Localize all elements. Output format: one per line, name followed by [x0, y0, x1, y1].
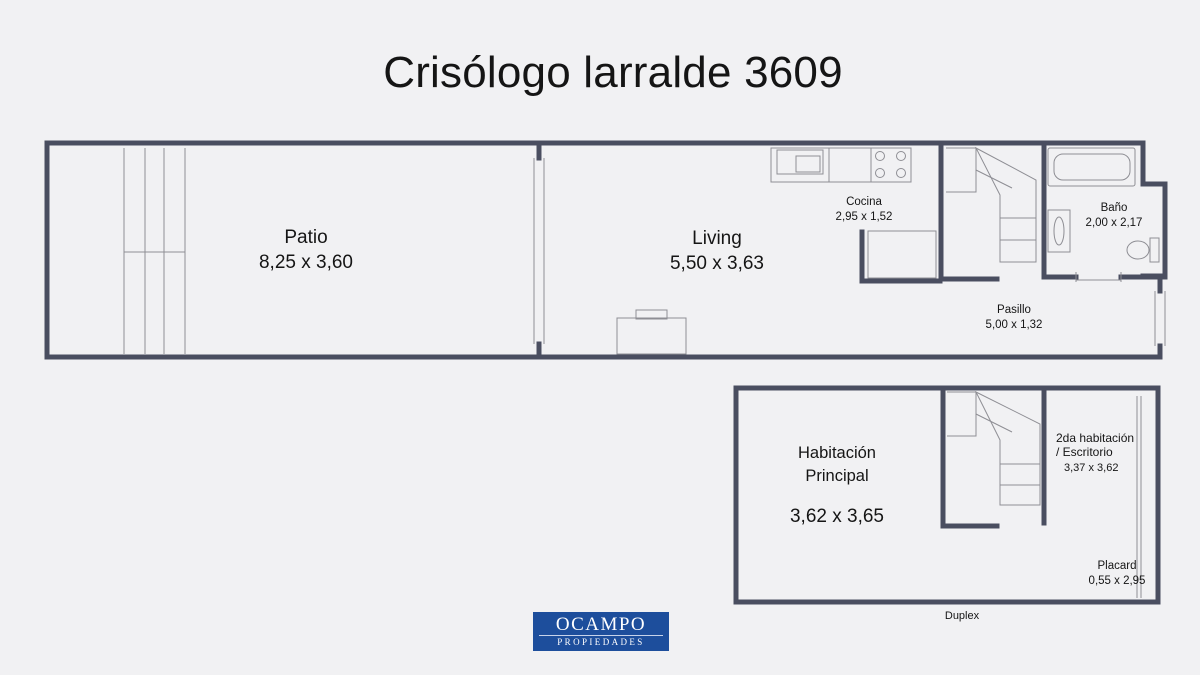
lower-staircase — [947, 390, 1041, 506]
logo-line-2: PROPIEDADES — [557, 637, 645, 647]
living-dims: 5,50 x 3,63 — [669, 253, 765, 274]
living-furniture — [616, 309, 687, 355]
habitacion-label: Habitación Principal 3,62 x 3,65 — [757, 442, 917, 528]
placard-name: Placard — [1097, 560, 1137, 572]
cocina-label: Cocina 2,95 x 1,52 — [814, 195, 914, 225]
cocina-dims: 2,95 x 1,52 — [835, 211, 893, 223]
patio-dims: 8,25 x 3,60 — [258, 252, 354, 273]
door-openings — [533, 158, 1166, 346]
kitchen-counter — [770, 147, 937, 279]
placard-closet — [1136, 396, 1142, 598]
cocina-name: Cocina — [846, 196, 882, 208]
bano-name: Baño — [1100, 202, 1128, 214]
lower-walls — [733, 385, 1161, 605]
bathroom-fixtures — [1047, 147, 1160, 263]
patio-deck — [123, 148, 186, 354]
ocampo-logo: OCAMPO PROPIEDADES — [533, 612, 669, 651]
segunda-dims: 3,37 x 3,62 — [1064, 462, 1119, 474]
habitacion-dims: 3,62 x 3,65 — [789, 506, 885, 527]
habitacion-name-1: Habitación — [798, 444, 876, 462]
patio-label: Patio 8,25 x 3,60 — [226, 225, 386, 275]
bano-label: Baño 2,00 x 2,17 — [1069, 201, 1159, 231]
upper-staircase — [946, 146, 1037, 263]
upper-walls — [44, 140, 1168, 360]
segunda-label: 2da habitación / Escritorio 3,37 x 3,62 — [1056, 431, 1156, 475]
pasillo-label: Pasillo 5,00 x 1,32 — [962, 303, 1066, 333]
page-title: Crisólogo larralde 3609 — [383, 48, 843, 97]
living-name: Living — [692, 228, 742, 249]
patio-name: Patio — [284, 227, 328, 248]
placard-dims: 0,55 x 2,95 — [1088, 575, 1146, 587]
bano-dims: 2,00 x 2,17 — [1085, 217, 1143, 229]
pasillo-dims: 5,00 x 1,32 — [985, 319, 1043, 331]
logo-line-1: OCAMPO — [539, 612, 663, 636]
habitacion-name-2: Principal — [805, 467, 869, 485]
segunda-name-2: / Escritorio — [1056, 445, 1113, 459]
duplex-label: Duplex — [944, 610, 980, 622]
pasillo-name: Pasillo — [997, 304, 1031, 316]
placard-label: Placard 0,55 x 2,95 — [1082, 559, 1152, 589]
segunda-name-1: 2da habitación — [1056, 431, 1135, 445]
living-label: Living 5,50 x 3,63 — [637, 226, 797, 276]
